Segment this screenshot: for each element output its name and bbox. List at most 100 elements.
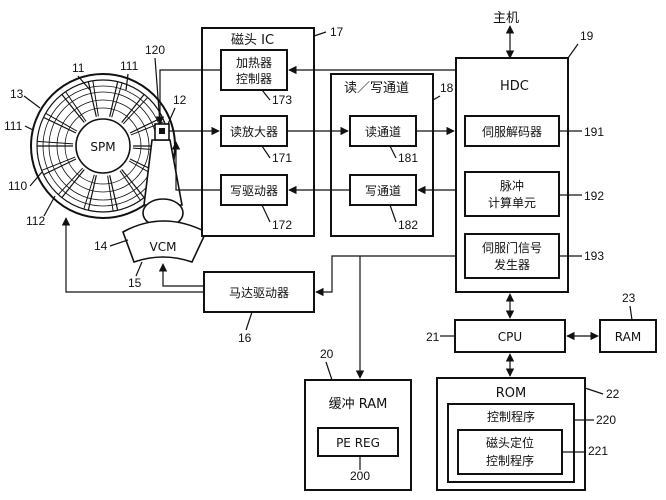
ref-15-leader [135,261,143,277]
ref-191: 191 [584,125,604,139]
ref-172: 172 [272,218,292,232]
rom-title: ROM [496,386,526,401]
bus-to-motordrv-line [315,255,456,297]
read-amplifier-label: 读放大器 [230,124,278,139]
ref-20: 20 [320,347,334,361]
servo-decoder-label: 伺服解码器 [482,125,542,139]
disk-assembly: SPM [30,73,176,219]
ref-221: 221 [588,444,608,458]
heater-label-1: 加热器 [236,56,272,70]
cpu-label: CPU [498,330,522,344]
ram-label: RAM [615,330,641,344]
read-channel-label: 读通道 [365,125,401,139]
servo-gate-label-1: 伺服门信号 [482,240,542,255]
ref-18: 18 [440,81,454,95]
ref-17: 17 [330,25,344,39]
ref-172-leader [261,204,271,223]
motor-driver-block: 马达驱动器 16 [203,271,315,345]
head-ic-title: 磁头 IC [231,33,274,48]
ref-120: 120 [145,43,165,57]
ref-173: 173 [272,93,292,107]
ref-23: 23 [622,291,636,305]
motordrv-to-spm-line [61,217,204,293]
ref-15: 15 [128,276,142,290]
ref-11: 11 [72,61,85,75]
ref-12: 12 [173,93,187,107]
ref-110: 110 [8,179,27,193]
ref-19: 19 [580,29,594,43]
ref-111-left-leader [24,125,34,131]
ref-182: 182 [398,218,418,232]
heater-label-2: 控制器 [236,72,272,86]
control-program-label: 控制程序 [487,409,535,424]
ref-12-leader [167,107,176,125]
ref-171-leader [261,145,271,159]
ref-13: 13 [10,87,24,101]
disk-ref-numbers: 11 111 120 12 13 111 110 112 14 15 [4,43,187,290]
ref-19-leader [567,43,579,59]
vcm-label: VCM [150,240,177,254]
disk-track [56,99,150,193]
ref-22-leader [584,387,604,395]
head-ic-block: 磁头 IC 17 加热器 控制器 173 读放大器 171 写驱动器 172 [201,25,344,237]
ref-192: 192 [584,189,604,203]
motor-driver-label: 马达驱动器 [229,286,289,300]
signal-lines [61,65,599,379]
host-label: 主机 [493,11,519,26]
ref-120-leader [154,57,161,125]
ref-181-leader [389,145,397,159]
ref-18-leader [432,95,441,101]
ref-220: 220 [596,413,616,427]
ref-21: 21 [426,330,440,344]
pulse-calc-label-1: 脉冲 [500,178,524,193]
hdc-block: 主机 HDC 19 伺服解码器 191 脉冲 计算单元 192 伺服门信号 发生… [455,11,604,293]
servo-gate-label-2: 发生器 [494,257,530,272]
write-channel-label: 写通道 [365,184,401,198]
write-driver-box [220,174,288,206]
ref-111-top-leader [125,73,129,91]
ref-173-leader [261,89,271,101]
read-channel-box [349,115,417,147]
ref-16-leader [245,311,253,331]
pulse-calc-box [464,171,560,217]
ref-193: 193 [584,249,604,263]
rw-channel-title: 读／写通道 [344,81,409,96]
hdc-title: HDC [500,79,529,94]
ref-17-leader [313,31,327,37]
ref-14: 14 [94,239,108,253]
read-amplifier-box [220,115,288,147]
rom-block: ROM 22 控制程序 220 磁头定位 控制程序 221 [436,377,620,491]
head-positioning-label-1: 磁头定位 [486,435,534,450]
pulse-calc-label-2: 计算单元 [488,195,536,210]
ref-20-leader [325,361,333,381]
ref-16: 16 [238,331,252,345]
ram-box [599,319,657,353]
write-driver-label: 写驱动器 [230,184,278,198]
ref-111-left: 111 [4,119,23,133]
rw-channel-block: 读／写通道 18 读通道 181 写通道 182 [330,73,454,237]
motordrv-to-vcm-line [158,263,204,287]
ref-22: 22 [606,387,620,401]
spm-hub [75,118,131,174]
head-positioning-box [457,429,563,475]
head-positioning-label-2: 控制程序 [486,453,534,468]
pe-reg-box [317,427,399,457]
ref-112-leader [43,195,56,217]
cpu-block: CPU 21 RAM 23 [426,291,657,353]
disk-track [64,107,142,185]
ref-182-leader [389,204,397,223]
buffer-ram-title: 缓冲 RAM [329,397,388,412]
heater-to-head-line [155,69,221,125]
heater-controller-box [220,49,288,91]
rw-channel-frame [330,73,434,237]
writedrv-to-head-line [171,141,221,191]
pe-reg-label: PE REG [336,436,380,450]
ref-200: 200 [350,469,370,483]
buffer-ram-block: 缓冲 RAM 20 PE REG 200 [304,347,412,491]
ref-23-leader [629,305,633,321]
spm-label: SPM [90,140,115,154]
ref-181: 181 [398,151,418,165]
ref-11-leader [77,75,91,91]
ref-112: 112 [26,214,45,228]
